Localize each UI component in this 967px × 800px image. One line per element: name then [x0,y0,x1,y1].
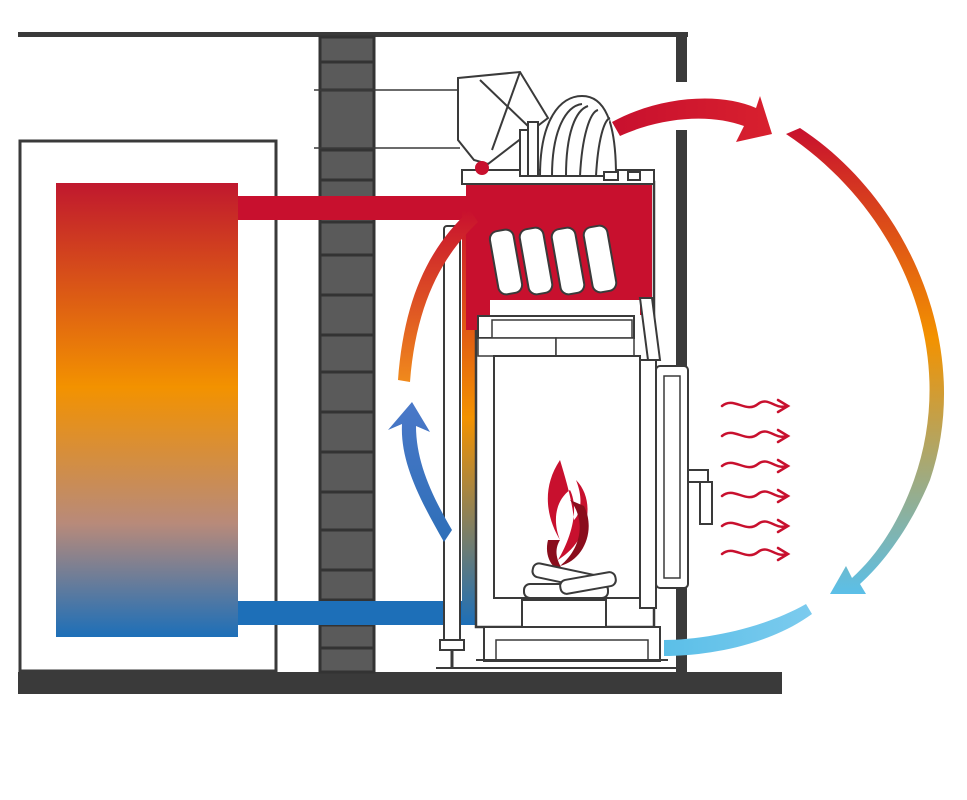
heat-wave [720,546,791,562]
heat-wave [720,518,791,534]
flue-pipe [314,89,460,149]
heat-exchanger-vents [488,224,618,296]
flue-elbow [457,70,550,175]
water-tank [56,183,238,637]
circulation-arc-right [786,128,945,594]
convection-dome [519,94,641,181]
heat-wave [720,458,791,474]
right-wall-line [676,32,687,82]
hot-air-arc-left [398,210,478,382]
heat-wave [720,398,791,414]
heat-wave [720,428,791,444]
cold-air-arrow-bottom [664,604,812,656]
floor-slab [18,672,782,694]
fire-flame [546,460,589,572]
firewood-logs [523,562,617,599]
hot-water-pipe [238,196,466,220]
radiant-heat-waves [720,398,791,562]
heat-wave [720,488,791,504]
hot-air-arrow-top [612,96,772,142]
brick-wall [318,35,376,674]
ceiling-line [18,32,688,37]
cold-water-pipe [238,601,478,625]
cool-water-rise-arrow [388,402,452,542]
stove-support-rod [439,225,465,668]
